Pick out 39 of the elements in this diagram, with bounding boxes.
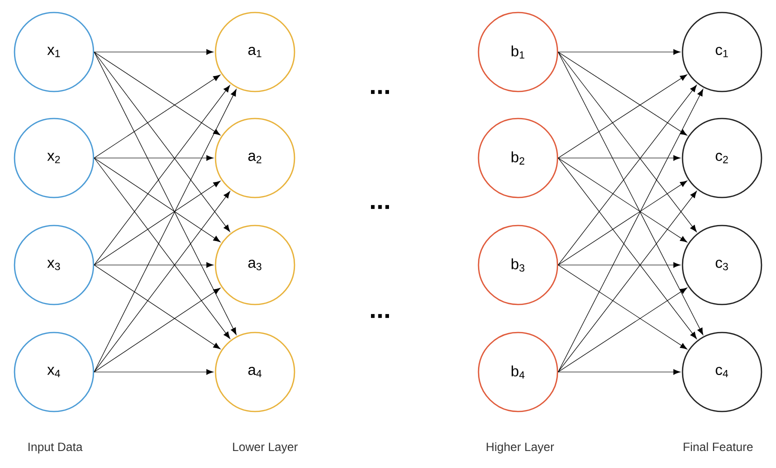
arrow <box>94 155 214 161</box>
arrow <box>94 288 220 372</box>
arrow <box>558 262 680 268</box>
arrow <box>558 84 697 266</box>
arrow <box>558 158 688 242</box>
arrow <box>94 49 214 55</box>
arrow <box>558 288 688 372</box>
layer-caption: Higher Layer <box>486 442 554 454</box>
arrow <box>558 52 697 232</box>
arrow <box>558 52 704 335</box>
arrow <box>94 262 214 268</box>
ellipsis: ... <box>370 90 390 94</box>
arrow <box>94 89 236 372</box>
arrow <box>94 52 236 335</box>
layer-caption: Input Data <box>28 442 83 454</box>
layer-caption: Final Feature <box>684 442 753 452</box>
arrow <box>94 52 230 232</box>
arrow <box>558 88 704 372</box>
layer-caption: Lower Layer <box>233 442 298 454</box>
arrow <box>558 52 688 136</box>
ellipsis: ... <box>370 205 390 209</box>
arrow <box>558 49 680 55</box>
arrow <box>94 264 220 350</box>
arrow <box>94 158 220 242</box>
arrow <box>94 369 214 375</box>
arrow <box>558 158 697 340</box>
arrow <box>94 85 230 266</box>
arrow <box>94 74 220 158</box>
arrow <box>94 52 220 136</box>
arrow <box>94 191 230 372</box>
arrow <box>94 180 220 266</box>
arrow <box>558 180 688 266</box>
arrow <box>558 74 688 158</box>
arrow <box>94 158 230 339</box>
arrow <box>558 369 680 375</box>
ellipsis: ... <box>370 314 390 318</box>
arrow <box>558 264 688 350</box>
arrow <box>558 190 697 372</box>
arrow <box>558 155 680 161</box>
